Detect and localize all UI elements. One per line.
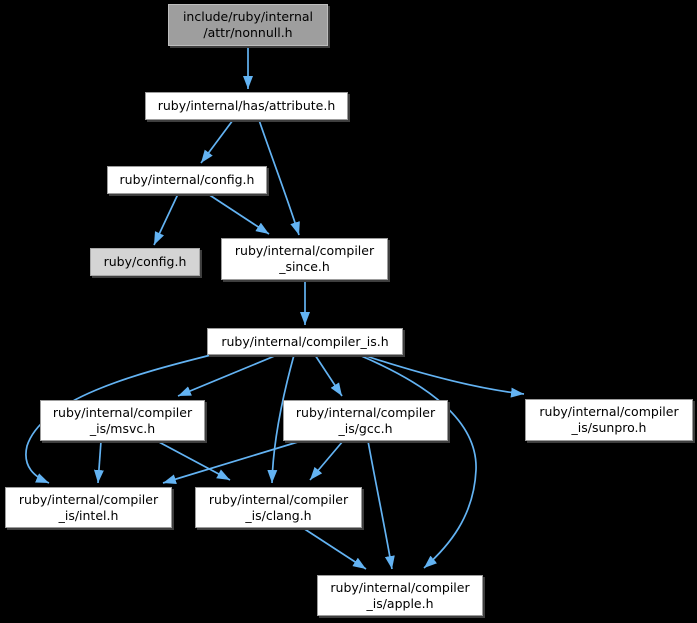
node-has-attribute-h[interactable]: ruby/internal/has/attribute.h: [145, 92, 348, 120]
edge-attribute-compiler-since: [258, 119, 300, 236]
edge-attribute-config: [200, 119, 234, 164]
edge-gcc-clang: [309, 440, 344, 481]
edge-gcc-apple: [367, 440, 395, 570]
node-internal-config-h[interactable]: ruby/internal/config.h: [107, 166, 267, 194]
node-compiler-is-intel-h[interactable]: ruby/internal/compiler _is/intel.h: [5, 487, 172, 528]
edge-compiler-is-sunpro: [362, 354, 525, 398]
node-compiler-since-h[interactable]: ruby/internal/compiler _since.h: [221, 238, 388, 280]
edge-msvc-intel: [93, 440, 104, 484]
edge-clang-apple: [302, 527, 367, 570]
edge-config-ruby-config: [153, 193, 179, 246]
node-compiler-is-gcc-h[interactable]: ruby/internal/compiler _is/gcc.h: [283, 400, 448, 441]
node-compiler-is-clang-h[interactable]: ruby/internal/compiler _is/clang.h: [195, 487, 362, 528]
edge-msvc-clang: [156, 440, 231, 481]
node-attr-nonnull-h: include/ruby/internal /attr/nonnull.h: [168, 4, 328, 46]
node-compiler-is-apple-h[interactable]: ruby/internal/compiler _is/apple.h: [317, 575, 483, 616]
edge-compiler-is-msvc: [177, 354, 278, 397]
edge-gcc-intel: [162, 440, 302, 484]
node-ruby-config-h: ruby/config.h: [90, 248, 200, 276]
edge-compiler-is-clang: [267, 354, 295, 484]
node-compiler-is-h[interactable]: ruby/internal/compiler_is.h: [207, 328, 403, 355]
edge-config-compiler-since: [207, 193, 270, 235]
edge-compiler-is-apple: [358, 354, 477, 569]
node-compiler-is-sunpro-h[interactable]: ruby/internal/compiler _is/sunpro.h: [525, 399, 693, 441]
node-compiler-is-msvc-h[interactable]: ruby/internal/compiler _is/msvc.h: [40, 400, 205, 441]
edge-compiler-is-gcc: [314, 354, 343, 397]
